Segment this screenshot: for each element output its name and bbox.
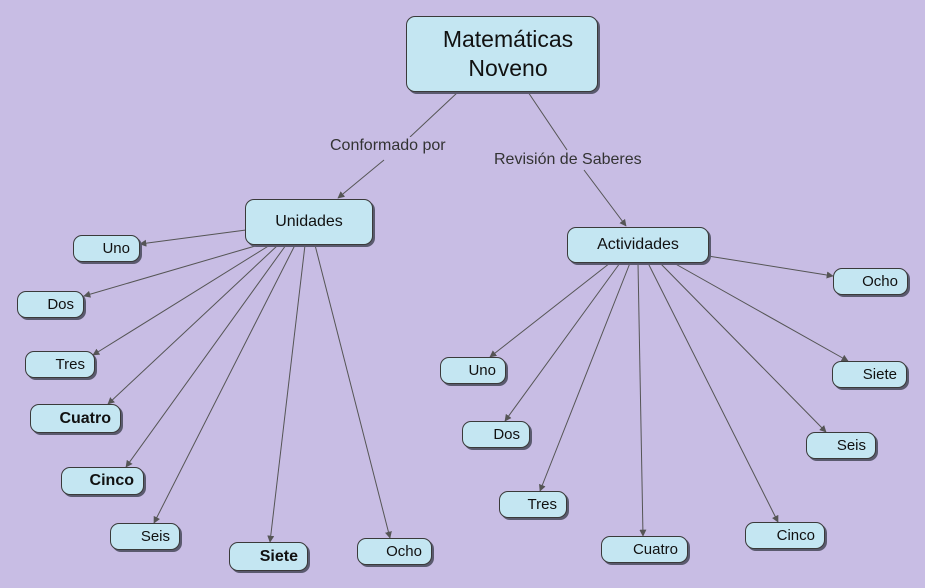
unidades-leaf-cinco[interactable]: Cinco (61, 467, 144, 495)
edge-unidades-tres (92, 244, 271, 356)
unidades-leaf-dos[interactable]: Dos (17, 291, 84, 318)
leaf-label: Tres (55, 356, 85, 373)
actividades-leaf-dos[interactable]: Dos (462, 421, 530, 448)
leaf-label: Cinco (776, 527, 815, 544)
actividades-leaf-tres[interactable]: Tres (499, 491, 567, 518)
actividades-label: Actividades (597, 236, 679, 253)
root-title-line1: Matemáticas (442, 26, 574, 52)
leaf-label: Seis (140, 528, 170, 545)
unidades-leaf-uno[interactable]: Uno (73, 235, 140, 262)
leaf-label: Cuatro (632, 541, 678, 558)
actividades-leaf-ocho[interactable]: Ocho (833, 268, 908, 295)
actividades-leaf-cinco[interactable]: Cinco (745, 522, 825, 549)
unidades-leaf-cuatro[interactable]: Cuatro (30, 404, 121, 433)
unidades-leaf-tres[interactable]: Tres (25, 351, 95, 378)
link-label-revision-de-saberes: Revisión de Saberes (492, 151, 644, 169)
edge-actividades-cinco (647, 262, 779, 523)
unidades-node[interactable]: Unidades (245, 199, 373, 245)
actividades-node[interactable]: Actividades (567, 227, 709, 263)
actividades-leaf-seis[interactable]: Seis (806, 432, 876, 459)
leaf-label: Siete (259, 547, 298, 565)
unidades-leaf-ocho[interactable]: Ocho (357, 538, 432, 565)
leaf-label: Cinco (89, 472, 134, 489)
unidades-label: Unidades (275, 213, 343, 230)
actividades-leaf-siete[interactable]: Siete (832, 361, 907, 388)
leaf-label: Uno (468, 362, 496, 379)
actividades-leaf-cuatro[interactable]: Cuatro (601, 536, 688, 563)
edge-unidades-uno (139, 229, 247, 247)
link-label-conformado-por: Conformado por (328, 137, 448, 155)
edge-unidades-dos (83, 243, 263, 298)
leaf-label: Tres (527, 496, 557, 513)
actividades-leaf-uno[interactable]: Uno (440, 357, 506, 384)
unidades-leaf-seis[interactable]: Seis (110, 523, 180, 550)
edge-actividades-tres (539, 262, 631, 492)
leaf-label: Ocho (862, 273, 898, 290)
edge-root-revision (527, 91, 568, 151)
root-title-line2: Noveno (468, 55, 548, 81)
edge-revision-actividades (583, 169, 627, 227)
leaf-label: Uno (102, 240, 130, 257)
edge-unidades-cuatro (107, 244, 279, 405)
edge-unidades-cinco (125, 244, 287, 468)
edge-root-conformado (409, 91, 459, 138)
edge-conformado-unidades (337, 159, 385, 199)
leaf-label: Seis (836, 437, 866, 454)
edge-unidades-seis (153, 244, 296, 524)
edge-unidades-ocho (314, 244, 392, 539)
leaf-label: Cuatro (59, 409, 111, 427)
unidades-leaf-siete[interactable]: Siete (229, 542, 308, 571)
edge-actividades-siete (671, 261, 849, 362)
edge-actividades-cuatro (637, 262, 647, 537)
leaf-label: Dos (47, 296, 74, 313)
leaf-label: Dos (493, 426, 520, 443)
leaf-label: Siete (862, 366, 897, 383)
edge-actividades-ocho (707, 255, 834, 279)
edge-actividades-uno (489, 262, 611, 358)
root-node-matematicas-noveno[interactable]: Matemáticas Noveno (406, 16, 598, 92)
edge-actividades-seis (659, 262, 827, 433)
edge-actividades-dos (504, 262, 621, 422)
leaf-label: Ocho (386, 543, 422, 560)
edge-unidades-siete (267, 244, 306, 543)
